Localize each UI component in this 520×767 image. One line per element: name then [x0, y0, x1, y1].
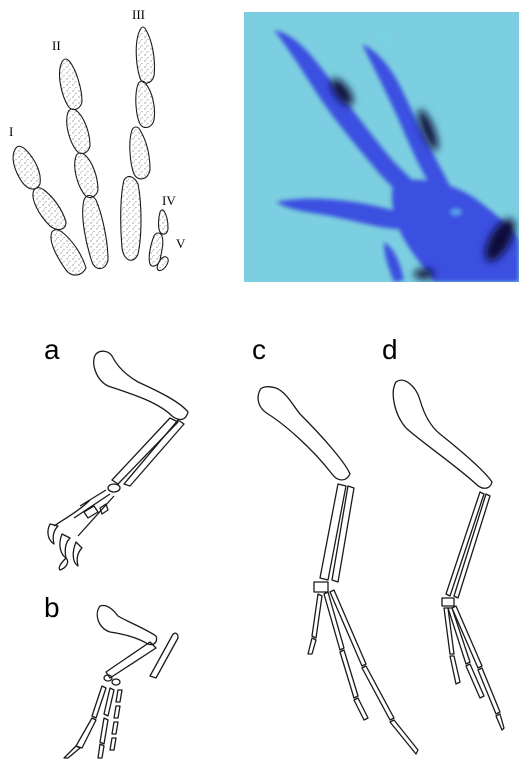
- xray-image: [244, 12, 519, 282]
- xray-claws: [244, 12, 519, 282]
- panel-label-d: d: [382, 334, 398, 366]
- digit-III: [121, 27, 155, 260]
- digit-label-III: III: [132, 7, 145, 23]
- panel-b-limb: [48, 598, 188, 760]
- digit-illustration: I II III IV V: [0, 0, 240, 290]
- digit-label-I: I: [9, 124, 13, 140]
- panel-label-c: c: [252, 334, 266, 366]
- digit-label-V: V: [176, 236, 185, 252]
- panel-a-limb: [20, 340, 220, 580]
- panel-d-limb: [384, 374, 520, 734]
- digit-label-II: II: [52, 38, 61, 54]
- digit-bones-drawing: [0, 0, 240, 290]
- digit-label-IV: IV: [162, 193, 176, 209]
